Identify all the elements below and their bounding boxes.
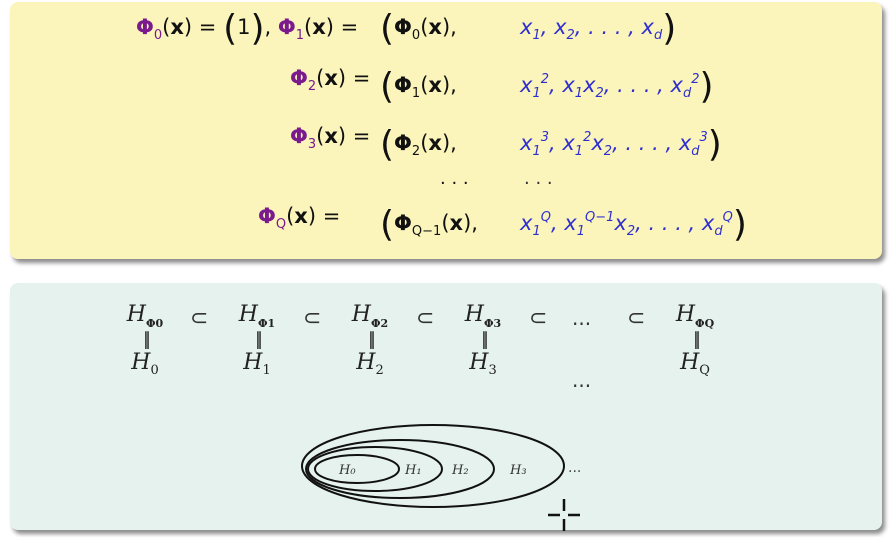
- hset-Q: HΦQ||HQ: [675, 302, 715, 378]
- ellipse-label-h0: H₀: [338, 463, 356, 478]
- hypothesis-set-panel: [10, 283, 882, 530]
- hset-1: HΦ1||H1: [238, 302, 276, 378]
- subset-symbol: ⊂: [303, 306, 322, 331]
- subset-symbol: ⊂: [627, 306, 646, 331]
- ellipse-h0: [314, 454, 400, 484]
- ellipse-h2: [305, 439, 495, 499]
- ellipse-h3: [301, 424, 565, 508]
- crosshair-cursor-icon: [548, 499, 580, 531]
- chain-ellipsis-bottom: ...: [572, 368, 592, 392]
- feature-transform-panel: [10, 2, 882, 259]
- subset-symbol: ⊂: [190, 306, 209, 331]
- hset-2: HΦ2||H2: [351, 302, 389, 378]
- ellipse-label-ellipsis: ...: [568, 460, 581, 476]
- ellipse-h1: [307, 446, 443, 492]
- chain-ellipsis-top: ...: [572, 306, 592, 330]
- ellipse-label-h2: H₂: [451, 463, 469, 478]
- subset-symbol: ⊂: [416, 306, 435, 331]
- hset-0: HΦ0||H0: [126, 302, 164, 378]
- hset-3: HΦ3||H3: [464, 302, 502, 378]
- ellipse-label-h1: H₁: [404, 463, 422, 478]
- subset-symbol: ⊂: [529, 306, 548, 331]
- ellipse-label-h3: H₃: [509, 463, 527, 478]
